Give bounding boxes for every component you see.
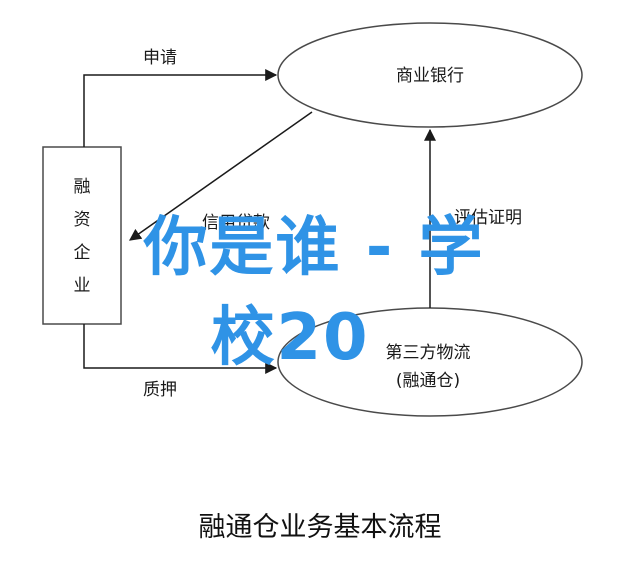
diagram-caption: 融通仓业务基本流程: [198, 512, 442, 543]
overlay-title-line1: 你是谁 - 学: [143, 211, 485, 285]
pledge-arrow: [83, 324, 278, 374]
loan-label: 信用贷款: [202, 213, 270, 233]
logistics-label-line2: (融通仓): [396, 371, 460, 391]
bank-node: [277, 22, 583, 128]
apply-arrow: [83, 69, 278, 147]
enterprise-label: 融资企业: [74, 177, 91, 296]
overlay-title-line2: 校20: [210, 301, 370, 375]
apply-label: 申请: [143, 48, 177, 68]
pledge-label: 质押: [143, 380, 177, 400]
bank-label: 商业银行: [396, 66, 464, 86]
logistics-label-line1: 第三方物流: [386, 343, 471, 363]
enterprise-node: [42, 146, 122, 325]
loan-arrow: [129, 111, 313, 241]
evaluation-label: 评估证明: [454, 208, 522, 228]
